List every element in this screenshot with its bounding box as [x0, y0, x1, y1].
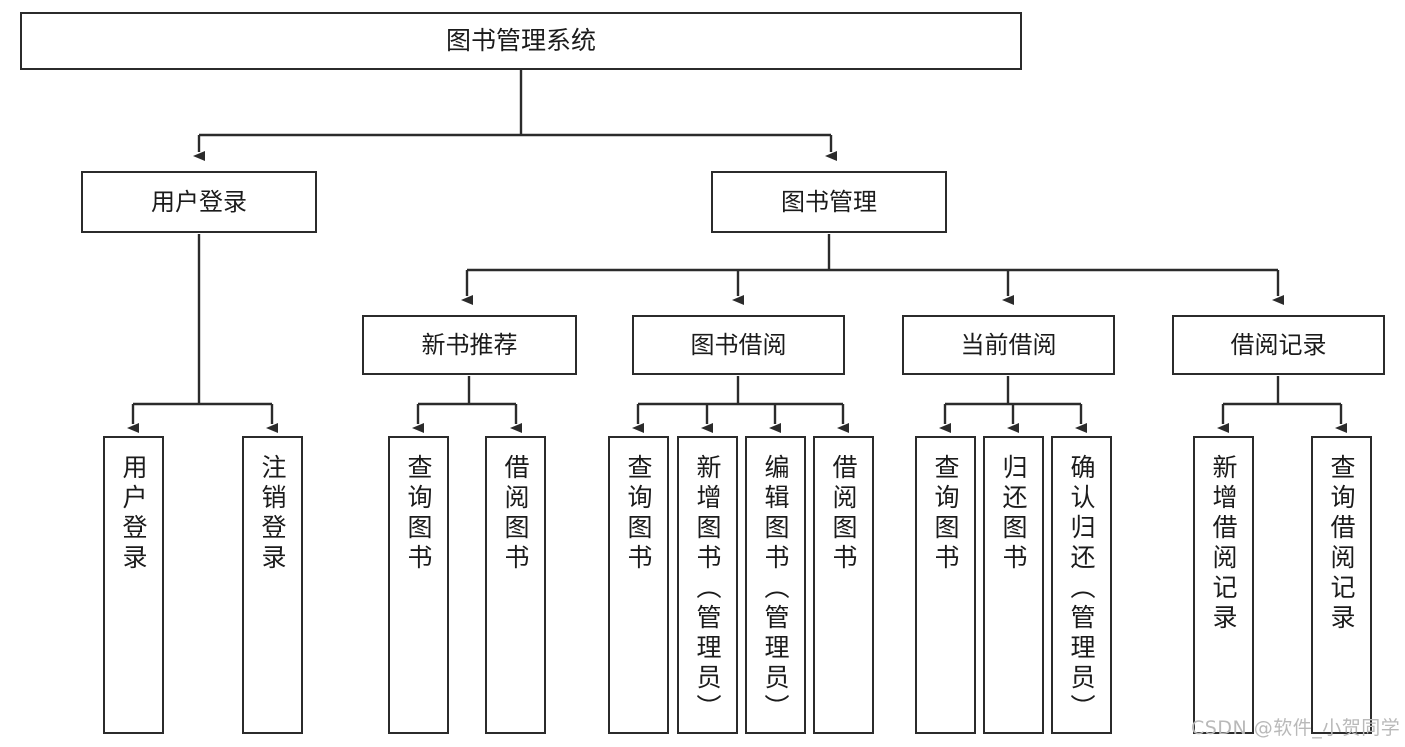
node-book-manage-label: 图书管理	[781, 187, 877, 216]
node-new-book-rec[interactable]: 新书推荐	[362, 315, 577, 375]
node-book-borrow-label: 图书借阅	[690, 330, 787, 359]
node-leaf-query-record[interactable]: 查询借阅记录	[1311, 436, 1372, 734]
node-leaf-logout-label: 注销登录	[258, 454, 287, 574]
node-leaf-add-book-label: 新增图书（管理员）	[693, 454, 722, 724]
node-leaf-return-book[interactable]: 归还图书	[983, 436, 1044, 734]
node-new-book-rec-label: 新书推荐	[421, 330, 518, 359]
node-leaf-query-book-rec[interactable]: 查询图书	[388, 436, 449, 734]
node-leaf-query-record-label: 查询借阅记录	[1327, 454, 1356, 634]
node-user-login[interactable]: 用户登录	[81, 171, 317, 233]
node-leaf-query-book-rec-label: 查询图书	[404, 454, 433, 574]
node-leaf-edit-book[interactable]: 编辑图书（管理员）	[745, 436, 806, 734]
node-leaf-logout[interactable]: 注销登录	[242, 436, 303, 734]
node-root[interactable]: 图书管理系统	[20, 12, 1022, 70]
node-leaf-edit-book-label: 编辑图书（管理员）	[761, 454, 790, 724]
node-borrow-record[interactable]: 借阅记录	[1172, 315, 1385, 375]
node-leaf-query-book-borrow-label: 查询图书	[624, 454, 653, 574]
node-leaf-borrow-book-label: 借阅图书	[829, 454, 858, 574]
node-leaf-query-book-borrow[interactable]: 查询图书	[608, 436, 669, 734]
node-leaf-query-book-cur[interactable]: 查询图书	[915, 436, 976, 734]
node-current-borrow[interactable]: 当前借阅	[902, 315, 1115, 375]
node-leaf-user-login-label: 用户登录	[119, 454, 148, 574]
node-leaf-query-book-cur-label: 查询图书	[931, 454, 960, 574]
node-user-login-label: 用户登录	[151, 187, 247, 216]
node-borrow-record-label: 借阅记录	[1230, 330, 1327, 359]
node-leaf-borrow-book-rec-label: 借阅图书	[501, 454, 530, 574]
node-current-borrow-label: 当前借阅	[960, 330, 1057, 359]
node-leaf-confirm-return[interactable]: 确认归还（管理员）	[1051, 436, 1112, 734]
node-book-manage[interactable]: 图书管理	[711, 171, 947, 233]
node-leaf-confirm-return-label: 确认归还（管理员）	[1067, 454, 1096, 724]
node-leaf-add-record-label: 新增借阅记录	[1209, 454, 1238, 634]
node-root-label: 图书管理系统	[445, 26, 596, 56]
node-leaf-add-record[interactable]: 新增借阅记录	[1193, 436, 1254, 734]
node-leaf-borrow-book-rec[interactable]: 借阅图书	[485, 436, 546, 734]
node-leaf-user-login[interactable]: 用户登录	[103, 436, 164, 734]
node-leaf-borrow-book[interactable]: 借阅图书	[813, 436, 874, 734]
node-leaf-return-book-label: 归还图书	[999, 454, 1028, 574]
node-leaf-add-book[interactable]: 新增图书（管理员）	[677, 436, 738, 734]
watermark-text: CSDN @软件_小贺同学	[1191, 717, 1401, 739]
node-book-borrow[interactable]: 图书借阅	[632, 315, 845, 375]
